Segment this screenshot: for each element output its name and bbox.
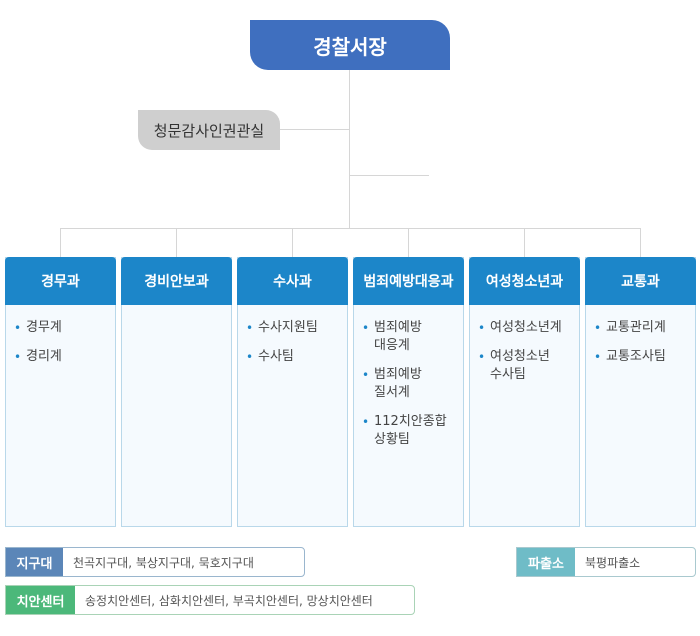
dept-item-list: •여성청소년계 •여성청소년 수사팀 bbox=[470, 305, 579, 384]
bullet-icon: • bbox=[594, 321, 602, 335]
dept-box-gyeongbi: 경비안보과 bbox=[121, 257, 232, 527]
chulso-row: 파출소 북평파출소 bbox=[516, 547, 696, 577]
jigudae-row: 지구대 천곡지구대, 북상지구대, 묵호지구대 bbox=[5, 547, 305, 577]
connector-spare-horizontal bbox=[349, 175, 429, 176]
chian-label: 치안센터 bbox=[6, 586, 75, 614]
bullet-icon: • bbox=[362, 321, 370, 335]
dept-box-crime-prevention: 범죄예방대응과 •범죄예방 대응계 •범죄예방 질서계 •112치안종합 상황팀 bbox=[353, 257, 464, 527]
bullet-icon: • bbox=[246, 350, 254, 364]
connector-dept-horizontal bbox=[60, 228, 640, 229]
bullet-icon: • bbox=[362, 368, 370, 382]
staff-office-title: 청문감사인권관실 bbox=[153, 121, 265, 140]
dept-item-list: •교통관리계 •교통조사팀 bbox=[586, 305, 695, 366]
list-item: •경무계 bbox=[14, 320, 62, 335]
connector-staff-horizontal bbox=[280, 129, 350, 130]
bullet-icon: • bbox=[478, 321, 486, 335]
staff-office-box: 청문감사인권관실 bbox=[138, 110, 280, 150]
bullet-icon: • bbox=[14, 321, 22, 335]
connector-dept-drop bbox=[60, 228, 61, 257]
dept-title: 범죄예방대응과 bbox=[353, 257, 464, 305]
dept-title: 경비안보과 bbox=[121, 257, 232, 305]
connector-dept-drop bbox=[640, 228, 641, 257]
chief-title: 경찰서장 bbox=[313, 34, 387, 59]
list-item: •수사지원팀 bbox=[246, 320, 318, 335]
dept-box-traffic: 교통과 •교통관리계 •교통조사팀 bbox=[585, 257, 696, 527]
chulso-label: 파출소 bbox=[517, 548, 575, 576]
connector-dept-drop bbox=[292, 228, 293, 257]
list-item: •범죄예방 대응계 bbox=[362, 320, 422, 353]
chief-box: 경찰서장 bbox=[250, 20, 450, 70]
bullet-icon: • bbox=[14, 350, 22, 364]
list-item: •범죄예방 질서계 bbox=[362, 367, 422, 400]
bullet-icon: • bbox=[362, 415, 370, 429]
dept-title: 교통과 bbox=[585, 257, 696, 305]
bullet-icon: • bbox=[246, 321, 254, 335]
bullet-icon: • bbox=[478, 350, 486, 364]
chulso-list: 북평파출소 bbox=[585, 555, 641, 570]
chian-row: 치안센터 송정치안센터, 삼화치안센터, 부곡치안센터, 망상치안센터 bbox=[5, 585, 415, 615]
connector-chief-vertical bbox=[349, 70, 350, 228]
dept-item-list: •범죄예방 대응계 •범죄예방 질서계 •112치안종합 상황팀 bbox=[354, 305, 463, 449]
list-item: •경리계 bbox=[14, 349, 62, 364]
connector-dept-drop bbox=[408, 228, 409, 257]
dept-title: 여성청소년과 bbox=[469, 257, 580, 305]
list-item: •교통관리계 bbox=[594, 320, 666, 335]
list-item: •여성청소년계 bbox=[478, 320, 562, 335]
jigudae-label: 지구대 bbox=[6, 548, 63, 576]
list-item: •수사팀 bbox=[246, 349, 294, 364]
dept-box-susa: 수사과 •수사지원팀 •수사팀 bbox=[237, 257, 348, 527]
list-item: •교통조사팀 bbox=[594, 349, 666, 364]
connector-dept-drop bbox=[524, 228, 525, 257]
list-item: •112치안종합 상황팀 bbox=[362, 414, 447, 447]
chian-list: 송정치안센터, 삼화치안센터, 부곡치안센터, 망상치안센터 bbox=[85, 593, 373, 608]
dept-title: 수사과 bbox=[237, 257, 348, 305]
dept-box-gyeongmu: 경무과 •경무계 •경리계 bbox=[5, 257, 116, 527]
dept-item-list: •수사지원팀 •수사팀 bbox=[238, 305, 347, 366]
connector-dept-drop bbox=[176, 228, 177, 257]
dept-item-list: •경무계 •경리계 bbox=[6, 305, 115, 366]
dept-title: 경무과 bbox=[5, 257, 116, 305]
list-item: •여성청소년 수사팀 bbox=[478, 349, 550, 382]
dept-box-women-youth: 여성청소년과 •여성청소년계 •여성청소년 수사팀 bbox=[469, 257, 580, 527]
jigudae-list: 천곡지구대, 북상지구대, 묵호지구대 bbox=[73, 555, 254, 570]
bullet-icon: • bbox=[594, 350, 602, 364]
